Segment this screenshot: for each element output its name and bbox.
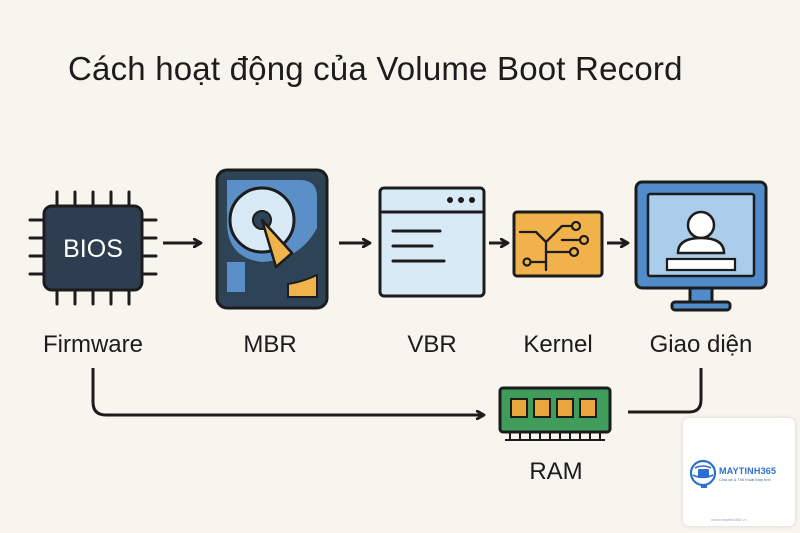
connector-ram-to-ui xyxy=(628,368,703,414)
watermark-url: www.maytinh365.vn xyxy=(711,517,747,522)
kernel-label: Kernel xyxy=(523,331,593,358)
monitor-user-icon xyxy=(634,180,768,312)
document-window-icon xyxy=(378,186,486,298)
watermark-tagline: Chia sẻ & Thủ thuật Máy tính xyxy=(719,477,771,482)
firmware-label: Firmware xyxy=(43,331,143,358)
ui-label: Giao diện xyxy=(649,331,753,358)
hard-disk-icon xyxy=(215,168,329,310)
bios-chip-text: BIOS xyxy=(63,235,123,263)
vbr-label: VBR xyxy=(407,331,457,358)
page-title: Cách hoạt động của Volume Boot Record xyxy=(68,50,683,87)
globe-monitor-logo-icon xyxy=(689,459,717,488)
ram-module-icon xyxy=(498,386,612,441)
ram-label: RAM xyxy=(529,458,583,485)
maytinh365-watermark: MAYTINH365 Chia sẻ & Thủ thuật Máy tính … xyxy=(683,418,795,526)
mbr-label: MBR xyxy=(243,331,297,358)
bios-chip-icon: BIOS xyxy=(28,190,158,306)
connector-firmware-to-ram xyxy=(91,368,484,415)
watermark-brand: MAYTINH365 xyxy=(719,466,777,476)
circuit-board-icon xyxy=(512,210,604,278)
